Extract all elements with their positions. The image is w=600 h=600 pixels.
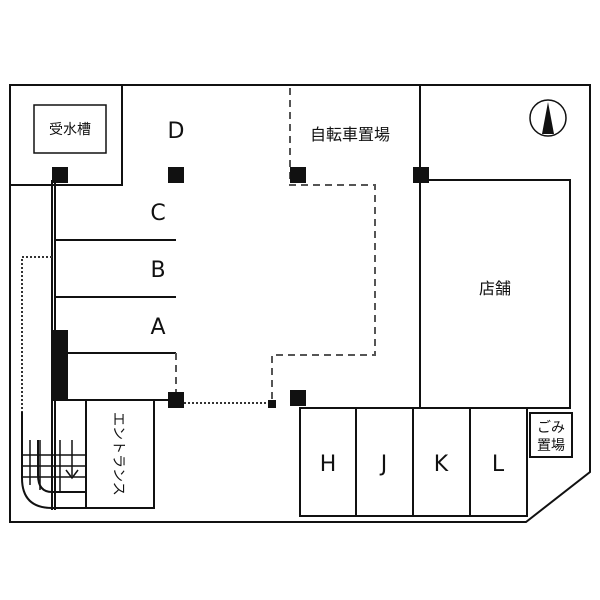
north-arrow-icon (529, 99, 567, 137)
stairs-curve (37, 440, 86, 493)
entrance-label: エントランス (110, 412, 126, 496)
column (52, 167, 68, 183)
water-tank-box (33, 104, 107, 154)
column (290, 390, 306, 406)
parking-label-b: B (150, 258, 165, 283)
garbage-label-line1: ごみ (537, 420, 565, 436)
garbage-label-line2: 置場 (537, 438, 565, 454)
site-boundary (9, 84, 591, 523)
small-marker (268, 400, 276, 408)
column (290, 167, 306, 183)
water-tank-label: 受水槽 (49, 122, 91, 138)
dotted-path (21, 256, 52, 412)
parking-label-j: J (379, 452, 388, 477)
entrance-area (85, 399, 155, 509)
corridor-wall-thick (52, 330, 68, 400)
column (168, 167, 184, 183)
parking-label-d: D (168, 119, 185, 144)
water-tank-enclosure (9, 84, 123, 186)
column (413, 167, 429, 183)
bicycle-parking-boundary (271, 88, 376, 402)
bicycle-parking-label: 自転車置場 (310, 125, 390, 144)
parking-label-h: H (320, 452, 337, 477)
shop-label: 店舗 (479, 279, 511, 298)
garbage-area (529, 412, 573, 458)
parking-label-a: A (150, 315, 165, 340)
stairs-outline (21, 412, 86, 509)
down-arrow-icon (65, 440, 79, 480)
parking-stall-l (469, 407, 528, 517)
column (168, 392, 184, 408)
parking-label-l: L (492, 452, 505, 477)
parking-label-c: C (150, 201, 165, 226)
parking-label-k: K (434, 452, 449, 477)
